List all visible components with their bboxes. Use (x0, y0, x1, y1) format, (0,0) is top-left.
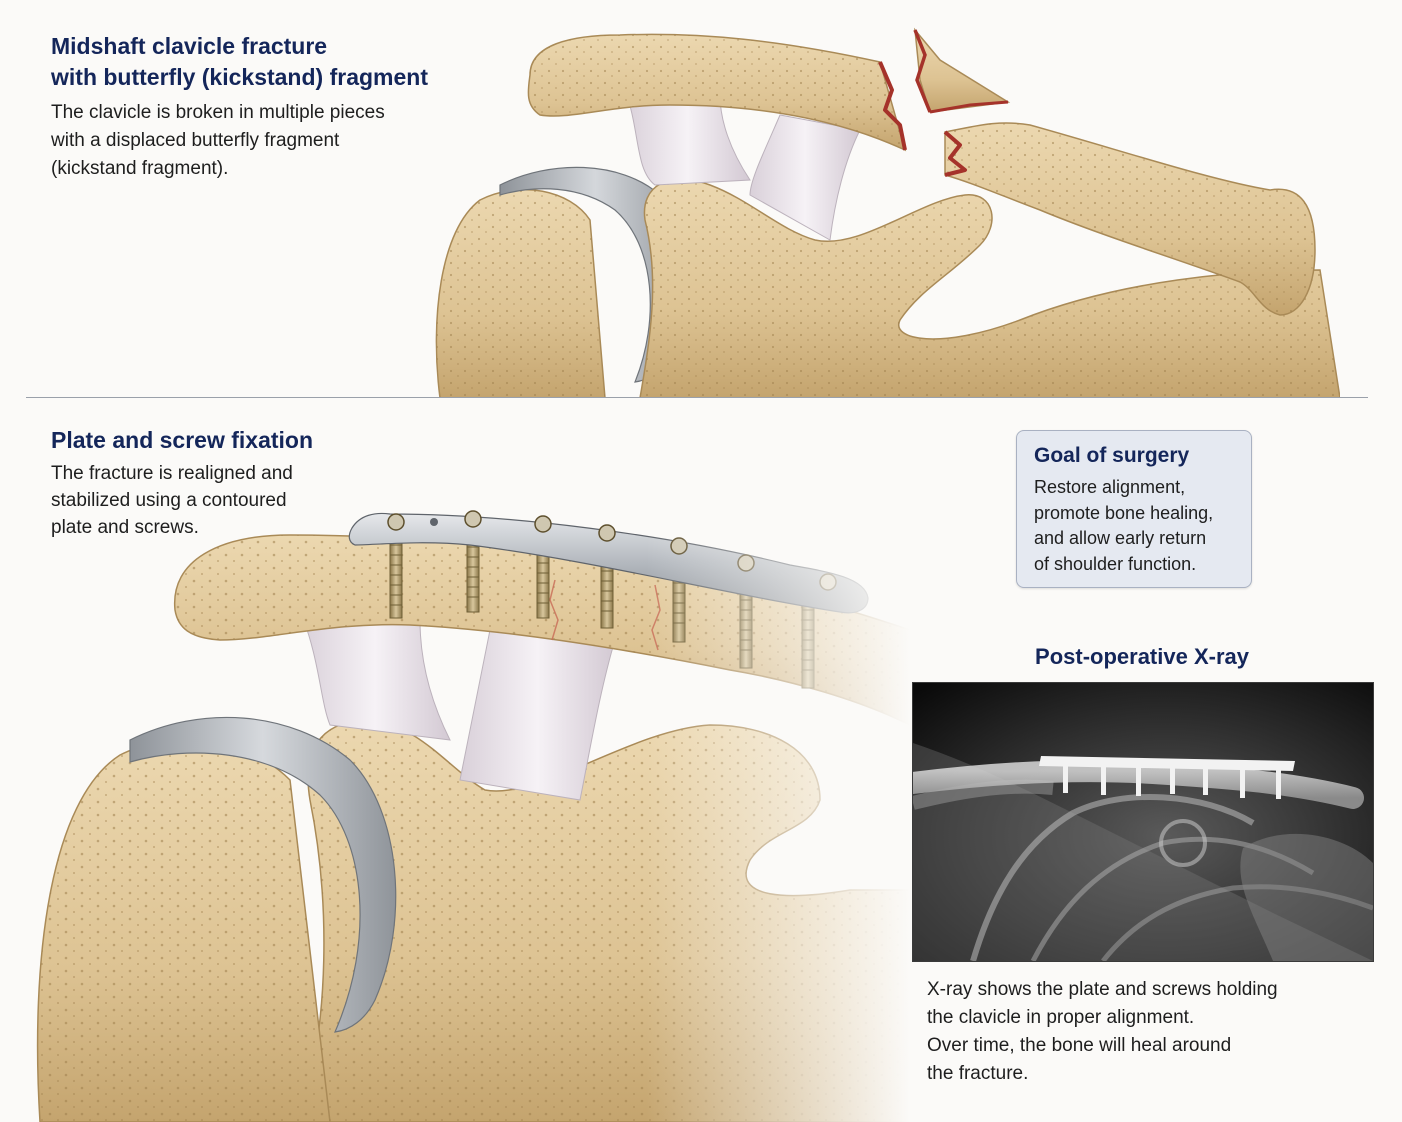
xray-radiograph (913, 683, 1373, 961)
caption-line: the clavicle in proper alignment. (927, 1007, 1195, 1028)
caption-line: Over time, the bone will heal around (927, 1035, 1232, 1056)
fixation-title: Plate and screw fixation (51, 427, 314, 453)
fracture-title-line: with butterfly (kickstand) fragment (51, 64, 428, 90)
caption-line: X-ray shows the plate and screws holding (927, 979, 1278, 1000)
fracture-title-line: Midshaft clavicle fracture (51, 33, 328, 59)
description-line: (kickstand fragment). (51, 158, 229, 179)
goal-line: promote bone healing, (1034, 502, 1214, 523)
section-divider (26, 397, 1368, 398)
fractured-shoulder-illustration (435, 27, 1340, 398)
humeral-head (435, 188, 606, 398)
goal-of-surgery-box: Goal of surgery Restore alignment, promo… (1016, 430, 1252, 588)
butterfly-fragment (913, 27, 1011, 114)
goal-title: Goal of surgery (1034, 444, 1190, 467)
scapula (639, 178, 1340, 398)
goal-line: and allow early return (1034, 528, 1207, 548)
goal-description: Restore alignment, promote bone healing,… (1034, 475, 1213, 577)
description-line: The fracture is realigned and (51, 463, 293, 484)
description-line: The clavicle is broken in multiple piece… (51, 102, 385, 123)
description-line: plate and screws. (51, 517, 199, 538)
goal-line: of shoulder function. (1034, 553, 1197, 574)
description-line: stabilized using a contoured (51, 490, 287, 511)
description-line: with a displaced butterfly fragment (51, 130, 340, 151)
goal-line: Restore alignment, (1034, 477, 1186, 497)
coracoclavicular-ligaments (624, 89, 861, 241)
fracture-title: Midshaft clavicle fracture with butterfl… (51, 31, 491, 93)
xray-title: Post-operative X-ray (1035, 644, 1249, 669)
lateral-clavicle-fragment (527, 33, 907, 152)
xray-image (912, 682, 1374, 962)
medial-clavicle-fragment (943, 122, 1316, 316)
fracture-description: The clavicle is broken in multiple piece… (51, 99, 491, 183)
xray-plate (1039, 756, 1295, 799)
xray-caption: X-ray shows the plate and screws holding… (927, 976, 1367, 1088)
fixated-shoulder-illustration (30, 500, 910, 1122)
caption-line: the fracture. (927, 1063, 1029, 1084)
fixation-description: The fracture is realigned and stabilized… (51, 460, 391, 541)
